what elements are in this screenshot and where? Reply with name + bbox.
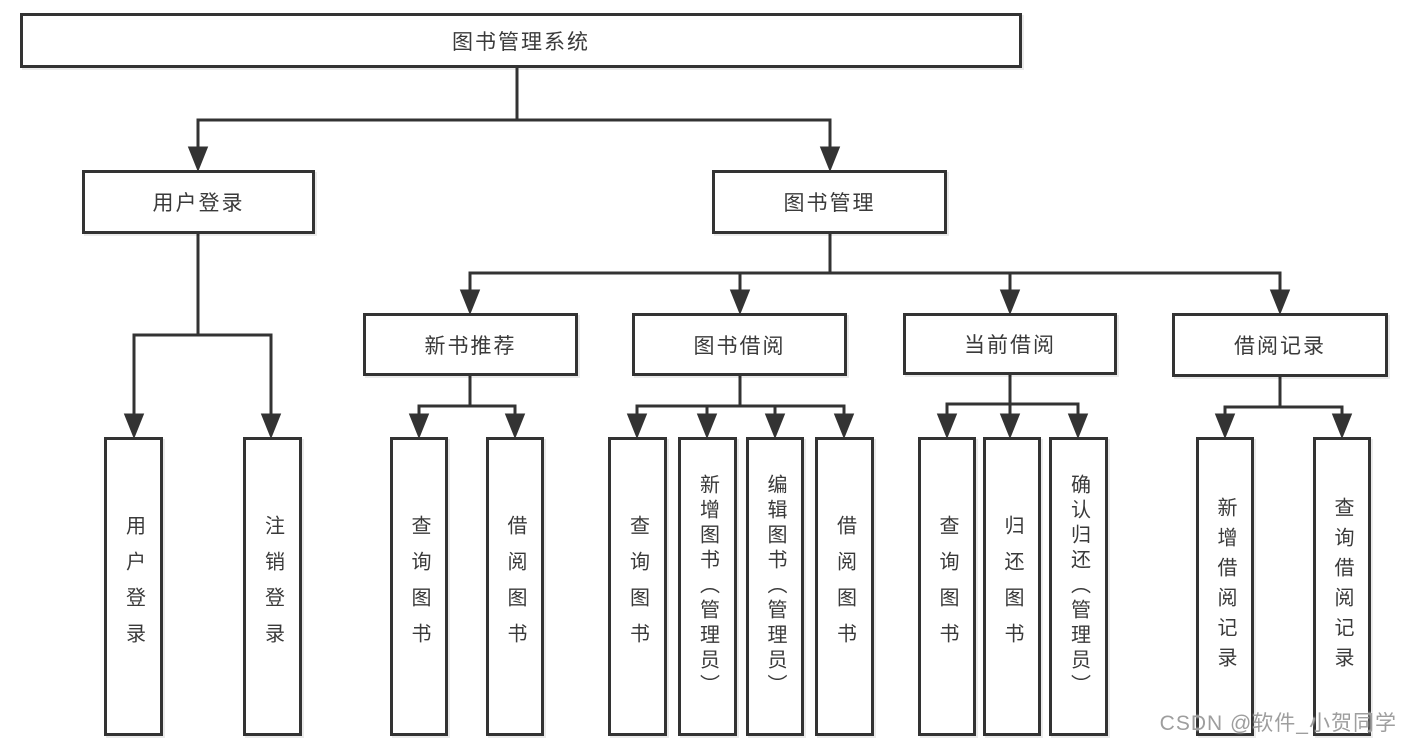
watermark-text: CSDN @软件_小贺同学 bbox=[1159, 712, 1397, 735]
arrowhead-icon bbox=[1331, 413, 1353, 440]
node-label: 用户登录 bbox=[122, 514, 145, 659]
node-label: 注销登录 bbox=[261, 514, 284, 659]
node-label: 图书借阅 bbox=[693, 334, 786, 358]
node-label: 查询图书 bbox=[408, 514, 430, 659]
connector-new-book-recommend-to-children bbox=[408, 374, 526, 440]
arrowhead-icon bbox=[729, 289, 751, 316]
node-label: 借阅图书 bbox=[504, 514, 526, 659]
arrowhead-icon bbox=[819, 146, 841, 173]
connector-current-borrowing-to-children bbox=[936, 373, 1089, 440]
connector-user-login-to-children bbox=[123, 231, 282, 440]
arrowhead-icon bbox=[833, 413, 855, 440]
node-label: 借阅记录 bbox=[1234, 335, 1326, 358]
node-label: 归还图书 bbox=[1001, 514, 1023, 659]
node-label: 当前借阅 bbox=[964, 334, 1056, 357]
node-label: 确认归还（管理员） bbox=[1067, 474, 1090, 699]
connector-borrowing-records-to-children bbox=[1214, 375, 1353, 440]
node-label: 新书推荐 bbox=[424, 334, 517, 358]
node-leaf-bb-edit-books-admin: 编辑图书（管理员） bbox=[746, 437, 804, 736]
node-borrowing-records: 借阅记录 bbox=[1172, 313, 1388, 377]
arrowhead-icon bbox=[504, 413, 526, 440]
arrowhead-icon bbox=[626, 413, 648, 440]
node-label: 查询图书 bbox=[626, 514, 649, 659]
arrowhead-icon bbox=[999, 289, 1021, 316]
node-root: 图书管理系统 bbox=[20, 13, 1022, 68]
node-label: 新增图书（管理员） bbox=[696, 474, 719, 699]
node-label: 查询图书 bbox=[936, 514, 958, 659]
arrowhead-icon bbox=[696, 413, 718, 440]
arrowhead-icon bbox=[1214, 413, 1236, 440]
node-leaf-logout: 注销登录 bbox=[243, 437, 302, 736]
arrowhead-icon bbox=[459, 289, 481, 316]
node-new-book-recommend: 新书推荐 bbox=[363, 313, 578, 376]
node-leaf-br-query-record: 查询借阅记录 bbox=[1313, 437, 1371, 736]
arrowhead-icon bbox=[999, 413, 1021, 440]
arrowhead-icon bbox=[1269, 289, 1291, 316]
node-label: 图书管理 bbox=[783, 192, 876, 215]
node-leaf-br-add-record: 新增借阅记录 bbox=[1196, 437, 1254, 736]
node-book-management: 图书管理 bbox=[712, 170, 947, 234]
arrowhead-icon bbox=[260, 413, 282, 440]
node-label: 图书管理系统 bbox=[452, 30, 590, 54]
node-label: 新增借阅记录 bbox=[1214, 496, 1236, 677]
node-label: 用户登录 bbox=[152, 192, 245, 215]
connector-book-borrowing-to-children bbox=[626, 374, 855, 440]
arrowhead-icon bbox=[936, 413, 958, 440]
arrowhead-icon bbox=[764, 413, 786, 440]
node-current-borrowing: 当前借阅 bbox=[903, 313, 1117, 375]
node-leaf-bb-query-books: 查询图书 bbox=[608, 437, 667, 736]
node-leaf-nb-borrow-books: 借阅图书 bbox=[486, 437, 544, 736]
node-label: 查询借阅记录 bbox=[1331, 496, 1353, 677]
node-leaf-user-login: 用户登录 bbox=[104, 437, 163, 736]
node-label: 编辑图书（管理员） bbox=[764, 474, 786, 699]
arrowhead-icon bbox=[1067, 413, 1089, 440]
node-leaf-bb-add-books-admin: 新增图书（管理员） bbox=[678, 437, 737, 736]
node-user-login: 用户登录 bbox=[82, 170, 315, 234]
node-book-borrowing: 图书借阅 bbox=[632, 313, 847, 376]
connector-book-management-to-level3 bbox=[459, 232, 1291, 316]
arrowhead-icon bbox=[123, 413, 145, 440]
node-leaf-cb-confirm-return-admin: 确认归还（管理员） bbox=[1049, 437, 1108, 736]
node-label: 借阅图书 bbox=[833, 514, 856, 659]
node-leaf-cb-query-books: 查询图书 bbox=[918, 437, 976, 736]
node-leaf-bb-borrow-books: 借阅图书 bbox=[815, 437, 874, 736]
node-leaf-cb-return-books: 归还图书 bbox=[983, 437, 1041, 736]
connector-root-to-level2 bbox=[187, 66, 841, 173]
arrowhead-icon bbox=[187, 146, 209, 173]
node-leaf-nb-query-books: 查询图书 bbox=[390, 437, 448, 736]
arrowhead-icon bbox=[408, 413, 430, 440]
